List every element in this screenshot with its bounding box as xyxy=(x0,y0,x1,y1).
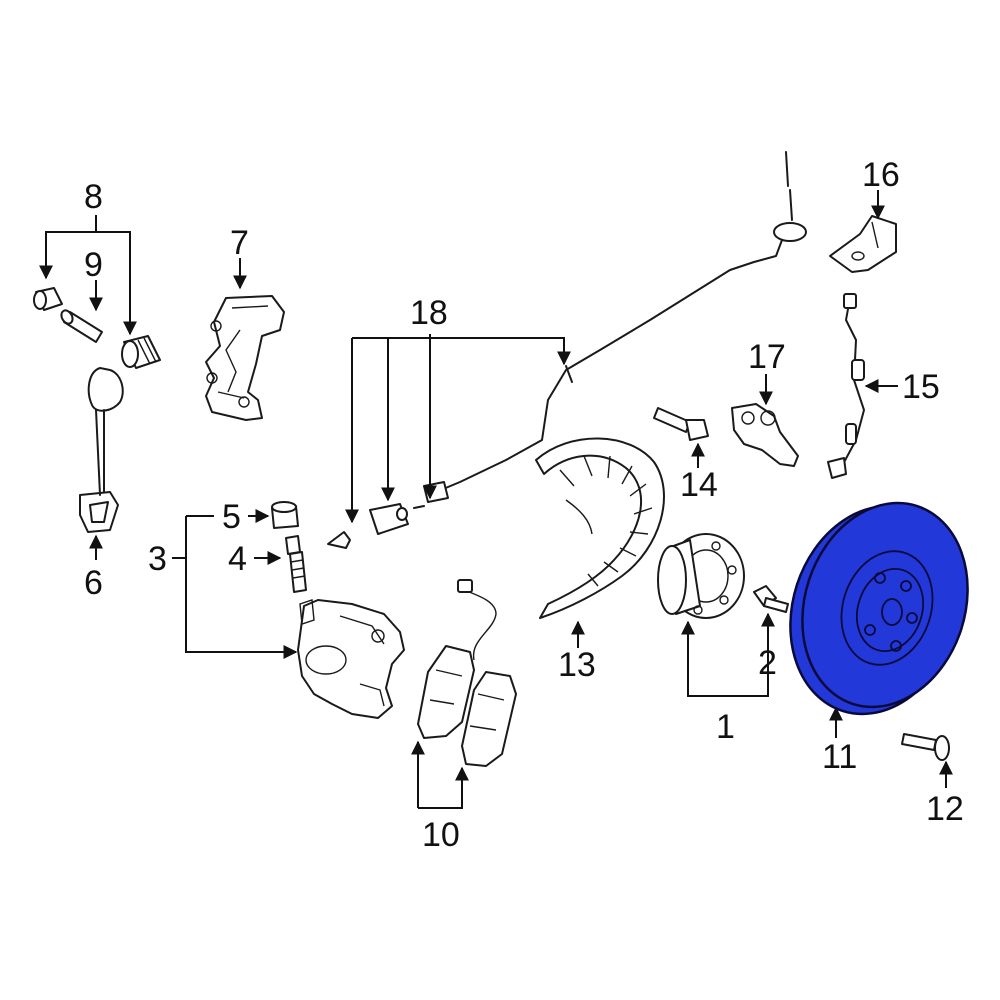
callout-17[interactable]: 17 xyxy=(748,338,786,376)
callout-11[interactable]: 11 xyxy=(822,738,857,776)
rotor-face xyxy=(801,501,969,709)
part-17-abs-sensor[interactable] xyxy=(731,403,799,467)
part-18-abs-cable[interactable] xyxy=(327,151,807,549)
callout-16[interactable]: 16 xyxy=(862,156,900,194)
part-13-splash-shield[interactable] xyxy=(535,437,665,619)
part-9-guide-pin[interactable] xyxy=(59,308,103,343)
callout-12[interactable]: 12 xyxy=(926,790,964,828)
callout-15[interactable]: 15 xyxy=(902,368,940,406)
callout-18[interactable]: 18 xyxy=(410,294,448,332)
part-1-wheel-hub[interactable] xyxy=(657,533,745,619)
part-5-bleeder-cap[interactable] xyxy=(271,501,299,529)
callout-13[interactable]: 13 xyxy=(558,646,596,684)
part-8-bushing-small[interactable] xyxy=(33,287,63,311)
part-14-bolt[interactable] xyxy=(653,407,709,441)
callout-5[interactable]: 5 xyxy=(222,498,241,536)
callout-10[interactable]: 10 xyxy=(422,816,460,854)
callout-14[interactable]: 14 xyxy=(680,466,718,504)
part-16-sensor-bracket[interactable] xyxy=(829,215,897,273)
part-2-hub-bolt[interactable] xyxy=(753,585,789,613)
callout-8[interactable]: 8 xyxy=(84,178,103,216)
callout-3[interactable]: 3 xyxy=(148,540,167,578)
part-10-brake-pads[interactable] xyxy=(417,579,517,767)
part-3-brake-caliper[interactable] xyxy=(297,599,405,719)
part-12-rotor-screw[interactable] xyxy=(901,733,950,761)
leader-lines xyxy=(39,190,953,809)
callout-9[interactable]: 9 xyxy=(84,246,103,284)
callout-6[interactable]: 6 xyxy=(84,564,103,602)
part-6-spring-clip[interactable] xyxy=(79,367,124,533)
part-15-wear-sensor[interactable] xyxy=(827,293,865,479)
part-8-bushing-large[interactable] xyxy=(121,335,161,369)
callout-7[interactable]: 7 xyxy=(230,224,249,262)
callout-1[interactable]: 1 xyxy=(716,708,735,746)
callout-2[interactable]: 2 xyxy=(758,644,777,682)
part-11-brake-rotor[interactable] xyxy=(764,481,993,736)
callout-4[interactable]: 4 xyxy=(228,540,247,578)
part-7-caliper-bracket[interactable] xyxy=(205,295,285,421)
part-4-bleeder-screw[interactable] xyxy=(285,535,307,593)
callout-labels: 8 9 7 6 5 4 3 18 10 13 1 2 11 12 14 17 1… xyxy=(84,156,964,854)
